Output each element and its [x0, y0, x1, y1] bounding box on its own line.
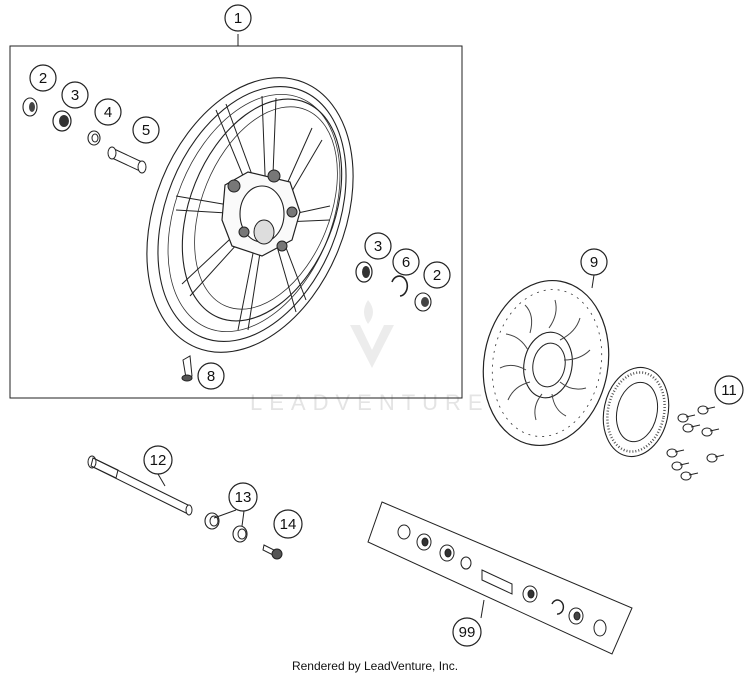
part-99-repair-kit — [367, 501, 633, 655]
svg-text:14: 14 — [280, 516, 297, 533]
watermark-text: LEADVENTURE — [250, 390, 490, 415]
callout-99: 99 — [452, 617, 482, 647]
svg-text:4: 4 — [104, 104, 112, 121]
part-2-seal-right — [414, 292, 432, 312]
wheel-assembly-frame — [9, 45, 463, 399]
part-12-axle — [87, 455, 193, 516]
svg-text:1: 1 — [234, 10, 242, 27]
callout-3-left: 3 — [61, 81, 89, 109]
part-5-spacer-sleeve — [107, 146, 147, 174]
part-4-spacer-ring — [87, 130, 101, 146]
callout-2-right: 2 — [423, 261, 451, 289]
watermark: LEADVENTURE — [250, 300, 490, 415]
part-6-circlip — [391, 275, 409, 297]
wheel-hub — [221, 169, 301, 257]
part-14-bolt — [262, 544, 283, 560]
part-3-bearing-left — [52, 110, 72, 132]
front-wheel — [146, 77, 354, 353]
part-8-valve — [181, 355, 193, 382]
callout-1: 1 — [224, 4, 252, 32]
part-11-bolts — [666, 405, 725, 481]
svg-text:12: 12 — [150, 452, 167, 469]
callout-12: 12 — [143, 445, 173, 475]
footer-credit: Rendered by LeadVenture, Inc. — [291, 659, 459, 673]
svg-text:2: 2 — [39, 70, 47, 87]
callout-2-left: 2 — [29, 64, 57, 92]
svg-text:2: 2 — [433, 267, 441, 284]
svg-text:3: 3 — [71, 87, 79, 104]
part-2-seal-left — [22, 97, 38, 117]
callout-13: 13 — [228, 482, 258, 512]
svg-text:5: 5 — [142, 122, 150, 139]
part-9-brake-disc — [482, 279, 610, 447]
svg-text:9: 9 — [590, 254, 598, 271]
callout-3-right: 3 — [364, 232, 392, 260]
svg-text:3: 3 — [374, 238, 382, 255]
svg-text:13: 13 — [235, 489, 252, 506]
callout-11: 11 — [714, 375, 744, 405]
callout-4: 4 — [94, 98, 122, 126]
leader-lines — [157, 274, 595, 619]
watermark-logo — [350, 300, 394, 368]
svg-text:11: 11 — [721, 382, 737, 399]
svg-text:8: 8 — [207, 368, 215, 385]
callout-9: 9 — [580, 248, 608, 276]
svg-text:99: 99 — [459, 624, 476, 641]
part-3-bearing-right — [355, 261, 373, 283]
callout-8: 8 — [197, 362, 225, 390]
part-13-spacers — [204, 512, 248, 543]
svg-text:6: 6 — [402, 254, 410, 271]
callout-6: 6 — [392, 248, 420, 276]
abs-sensor-ring — [602, 366, 670, 458]
callout-14: 14 — [273, 509, 303, 539]
callout-5: 5 — [132, 116, 160, 144]
